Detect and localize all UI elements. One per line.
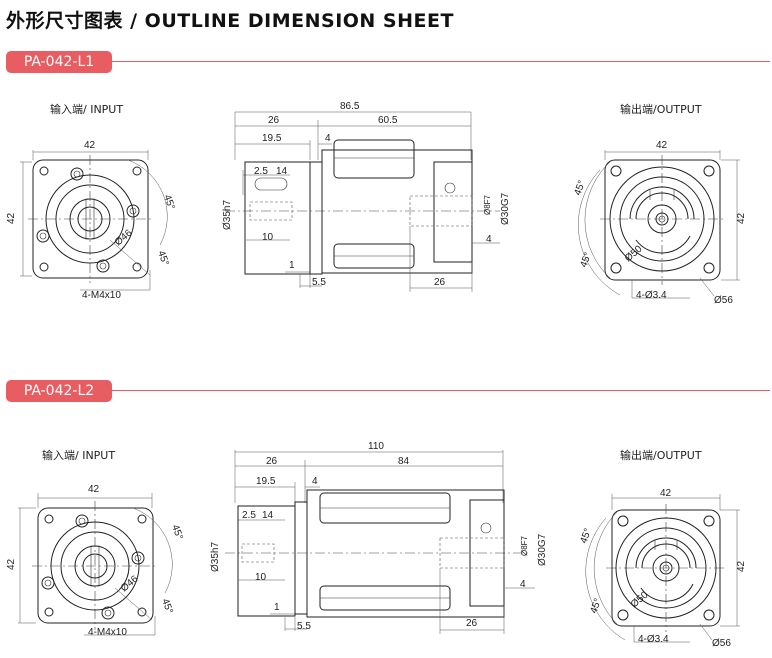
output-outer-dim: Ø56: [712, 638, 731, 649]
output-angle-top-dim: 45°: [578, 527, 594, 545]
side-bore-dia-dim: Ø30G7: [537, 533, 548, 566]
side-key-offset-dim: 2.5: [254, 166, 268, 177]
side-view: 110 26 84 19.5 4 2.5 14 10 Ø35h7 Ø30G7 Ø…: [210, 441, 548, 634]
output-height-dim: 42: [736, 212, 747, 224]
model-badge: PA-042-L2: [6, 380, 112, 402]
output-height-dim: 42: [736, 560, 747, 572]
input-view: 输入端/ INPUT 42 42 45° 45° Ø46 4-M4x10: [6, 448, 185, 638]
input-angle-dim-2: 45°: [159, 597, 175, 615]
side-shaft-dia-dim: Ø35h7: [222, 200, 233, 230]
output-flange-square: [604, 159, 721, 281]
side-body-len-dim: 84: [398, 456, 410, 467]
input-height-dim: 42: [6, 212, 17, 224]
output-angle-bottom-dim: 45°: [588, 597, 604, 615]
output-width-dim: 42: [656, 140, 668, 151]
side-bore-small-dim: Ø8F7: [520, 535, 529, 556]
section-divider: [6, 61, 770, 62]
side-view: 86.5 26 60.5 19.5 4 2.5 14 10 Ø35h7 Ø30G…: [222, 101, 511, 292]
side-key-offset-dim: 2.5: [242, 510, 256, 521]
side-step-dim: 1: [274, 602, 280, 613]
side-flange-len-dim: 26: [268, 115, 280, 126]
input-label: 输入端/ INPUT: [42, 448, 115, 462]
output-label: 输出端/OUTPUT: [620, 448, 702, 462]
output-outer-dim: Ø56: [714, 295, 733, 306]
input-label: 输入端/ INPUT: [50, 102, 123, 116]
output-angle-top-dim: 45°: [572, 179, 588, 197]
side-bore-len-dim: 26: [434, 277, 446, 288]
side-bore-dia-dim: Ø30G7: [500, 192, 511, 225]
side-bore-small-dim: Ø8F7: [483, 194, 492, 215]
side-gear-body: [321, 149, 473, 274]
input-angle-dim: 45°: [161, 193, 177, 211]
side-shaft-len-dim: 19.5: [262, 133, 282, 144]
input-holes-dim: 4-M4x10: [88, 627, 127, 638]
input-width-dim: 42: [84, 140, 96, 151]
side-body-len-dim: 60.5: [378, 115, 398, 126]
output-holes-dim: 4-Ø3.4: [638, 634, 669, 645]
output-label: 输出端/OUTPUT: [620, 102, 702, 116]
model-badge: PA-042-L1: [6, 51, 112, 73]
side-flange-t-dim: 5.5: [312, 277, 326, 288]
side-total-dim: 110: [368, 441, 384, 452]
side-bore-len-dim: 26: [466, 618, 478, 629]
input-pcd-dim: Ø46: [113, 227, 135, 248]
side-pilot-dim: 4: [312, 476, 318, 487]
input-width-dim: 42: [88, 484, 100, 495]
side-flange-len-dim: 26: [266, 456, 278, 467]
input-angle-dim-2: 45°: [155, 249, 171, 267]
page-title: 外形尺寸图表 / OUTLINE DIMENSION SHEET: [6, 10, 454, 32]
side-shaft-depth-dim: 10: [255, 572, 267, 583]
side-pilot-dim: 4: [325, 133, 331, 144]
side-flange-t-dim: 5.5: [297, 621, 311, 632]
side-bore-step-dim: 4: [486, 234, 492, 245]
output-view: 输出端/OUTPUT 42 42 45° 45° Ø50 4-Ø3.4 Ø56: [572, 102, 747, 306]
input-height-dim: 42: [6, 558, 17, 570]
side-input-flange: [237, 505, 296, 617]
output-width-dim: 42: [660, 488, 672, 499]
input-holes-dim: 4-M4x10: [82, 290, 121, 301]
side-total-dim: 86.5: [340, 101, 360, 112]
drawing-pa-042-l1: 输入端/ INPUT 42 42 45° 45° Ø46 4-M4x10 86.…: [6, 101, 747, 306]
section-divider: [6, 390, 770, 391]
output-view: 输出端/OUTPUT 42 42 45° 45° Ø50 4-Ø3.4 Ø56: [578, 448, 747, 649]
output-holes-dim: 4-Ø3.4: [636, 290, 667, 301]
input-angle-dim: 45°: [169, 523, 185, 541]
output-pcd-dim: Ø50: [623, 243, 645, 264]
output-angle-bottom-dim: 45°: [578, 251, 594, 269]
side-step-dim: 1: [289, 260, 295, 271]
side-input-flange: [244, 161, 311, 275]
side-shaft-dia-dim: Ø35h7: [210, 542, 221, 572]
side-shaft-depth-dim: 10: [262, 232, 274, 243]
input-view: 输入端/ INPUT 42 42 45° 45° Ø46 4-M4x10: [6, 102, 177, 301]
drawing-pa-042-l2: 输入端/ INPUT 42 42 45° 45° Ø46 4-M4x10 110: [6, 441, 747, 649]
side-shaft-len-dim: 19.5: [256, 476, 276, 487]
side-bore-step-dim: 4: [520, 579, 526, 590]
output-pcd-dim: Ø50: [629, 589, 651, 610]
input-flange-square: [37, 507, 154, 624]
side-key-len-dim: 14: [276, 166, 288, 177]
side-key-len-dim: 14: [262, 510, 274, 521]
